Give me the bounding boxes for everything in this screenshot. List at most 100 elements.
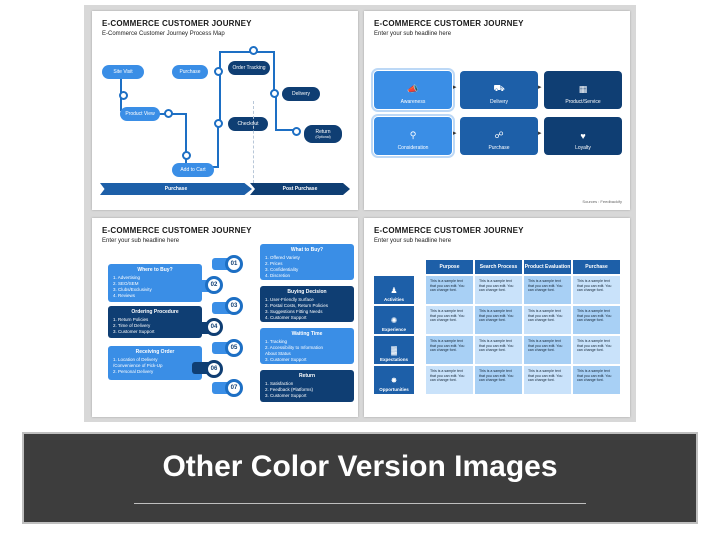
table-header: Purpose [426, 260, 473, 274]
card-item: 2. Prices [265, 261, 283, 266]
card-item: 2. Feedback (Platforms) [265, 387, 314, 392]
card-item: /Convenience of Pick-Up [113, 363, 163, 368]
card-receiving-order: Receiving Order 1. Location of Delivery … [108, 346, 202, 380]
stage-loyalty: ♥ Loyalty [544, 117, 622, 155]
card-item: 3. Customer Support [265, 393, 307, 398]
step-return-label: Return [315, 129, 331, 135]
card-item: 2. Time of Delivery [113, 323, 151, 328]
card-heading: Where to Buy? [137, 267, 173, 273]
card-heading: Waiting Time [291, 331, 323, 337]
slide-thumbnail-process-map[interactable]: E-COMMERCE CUSTOMER JOURNEY E-Commerce C… [92, 11, 358, 210]
card-item: 1. Tracking [265, 339, 288, 344]
step-checkout: Checkout [228, 117, 268, 131]
banner-underline [134, 503, 586, 504]
truck-icon: ⛟ [493, 83, 505, 93]
slide-title: E-COMMERCE CUSTOMER JOURNEY [102, 19, 252, 28]
stage-label: Awareness [400, 99, 426, 105]
slide-title: E-COMMERCE CUSTOMER JOURNEY [374, 19, 524, 28]
step-number: 01 [225, 255, 243, 273]
stage-label: Delivery [489, 99, 509, 105]
slide-subtitle: Enter your sub headline here [374, 238, 452, 244]
card-item: 1. Satisfaction [265, 381, 294, 386]
step-node [270, 89, 279, 98]
table-cell: This is a sample text that you can edit.… [426, 366, 473, 394]
card-item: 3. Customer Support [265, 357, 307, 362]
table-cell: This is a sample text that you can edit.… [573, 336, 620, 364]
table-cell: This is a sample text that you can edit.… [573, 276, 620, 304]
card-heading: Buying Decision [287, 289, 327, 295]
step-number: 02 [205, 276, 223, 294]
stage-label: Consideration [397, 145, 429, 151]
card-item: 1. Return Policies [113, 317, 149, 322]
box-icon: ▦ [578, 84, 588, 94]
table-header: Search Process [475, 260, 522, 274]
magnifier-icon: ⚲ [409, 130, 417, 140]
slide-subtitle: Enter your sub headline here [374, 31, 452, 37]
step-node [214, 67, 223, 76]
table-cell: This is a sample text that you can edit.… [475, 336, 522, 364]
step-site-visit: Site Visit [102, 65, 144, 79]
slide-thumbnail-stages[interactable]: E-COMMERCE CUSTOMER JOURNEY Enter your s… [364, 11, 630, 210]
step-node [292, 127, 301, 136]
row-label: Experience [381, 327, 406, 332]
row-label-expectations: ▓ Expectations [374, 336, 414, 364]
card-item: 2. SEO/SEM [113, 281, 139, 286]
stage-delivery: ⛟ Delivery [460, 71, 538, 109]
card-item: 2. Accessibility to Information [265, 345, 324, 350]
journey-path [187, 123, 219, 168]
table-cell: This is a sample text that you can edit.… [524, 276, 571, 304]
step-product-view: Product View [120, 107, 160, 121]
card-what-to-buy: What to Buy? 1. Offered Variety 2. Price… [260, 244, 354, 280]
table-cell: This is a sample text that you can edit.… [426, 306, 473, 334]
arrow-right-icon: ▸ [453, 84, 457, 91]
journey-path [253, 51, 275, 93]
card-item: 3. Confidentiality [265, 267, 299, 272]
step-delivery: Delivery [282, 87, 320, 101]
step-number: 04 [205, 318, 223, 336]
row-label-experience: ✺ Experience [374, 306, 414, 334]
phase-bar-purchase: Purchase [100, 183, 252, 195]
slide-title: E-COMMERCE CUSTOMER JOURNEY [102, 226, 252, 235]
step-add-to-cart: Add to Cart [172, 163, 214, 177]
journey-path [219, 51, 253, 123]
table-header: Purchase [573, 260, 620, 274]
megaphone-icon: 📣 [407, 84, 419, 94]
card-item: 1. User-Friendly Surface [265, 297, 314, 302]
slide-thumbnail-numbered-steps[interactable]: E-COMMERCE CUSTOMER JOURNEY Enter your s… [92, 218, 358, 417]
table-cell: This is a sample text that you can edit.… [426, 336, 473, 364]
slide-thumbnail-journey-table[interactable]: E-COMMERCE CUSTOMER JOURNEY Enter your s… [364, 218, 630, 417]
cart-icon: ☍ [494, 130, 504, 140]
card-item: 3. Clubs/Exclusivity [113, 287, 152, 292]
banner-heading: Other Color Version Images [162, 450, 558, 483]
sparkle-icon: ✺ [390, 316, 398, 325]
card-item: 4. Customer Support [265, 315, 307, 320]
arrow-right-icon: ▸ [453, 130, 457, 137]
stage-consideration: ⚲ Consideration [371, 114, 455, 158]
row-label-opportunities: ✸ Opportunities [374, 366, 414, 394]
step-number: 03 [225, 297, 243, 315]
slide-title: E-COMMERCE CUSTOMER JOURNEY [374, 226, 524, 235]
step-node [182, 151, 191, 160]
color-versions-banner [22, 432, 698, 524]
table-cell: This is a sample text that you can edit.… [475, 276, 522, 304]
card-where-to-buy: Where to Buy? 1. Advertising 2. SEO/SEM … [108, 264, 202, 302]
card-item: 3. Suggestions Fitting Needs [265, 309, 323, 314]
journey-path [275, 93, 295, 131]
source-note: Sources : Feedbackify [582, 199, 622, 204]
card-buying-decision: Buying Decision 1. User-Friendly Surface… [260, 286, 354, 322]
step-order-tracking: Order Tracking [228, 61, 270, 75]
card-item: 1. Location of Delivery [113, 357, 158, 362]
card-return: Return 1. Satisfaction 2. Feedback (Plat… [260, 370, 354, 402]
step-number: 07 [225, 379, 243, 397]
step-number: 05 [225, 339, 243, 357]
heart-icon: ♥ [580, 131, 586, 141]
step-return: Return (Optional) [304, 125, 342, 143]
stage-label: Loyalty [575, 145, 591, 151]
card-item: 2. Postal Costs, Return Policies [265, 303, 329, 308]
card-item: 4. Reviews [113, 293, 136, 298]
step-purchase: Purchase [172, 65, 208, 79]
table-cell: This is a sample text that you can edit.… [475, 306, 522, 334]
phase-divider [253, 101, 254, 183]
card-waiting-time: Waiting Time 1. Tracking 2. Accessibilit… [260, 328, 354, 364]
slide-subtitle: E-Commerce Customer Journey Process Map [102, 31, 225, 37]
